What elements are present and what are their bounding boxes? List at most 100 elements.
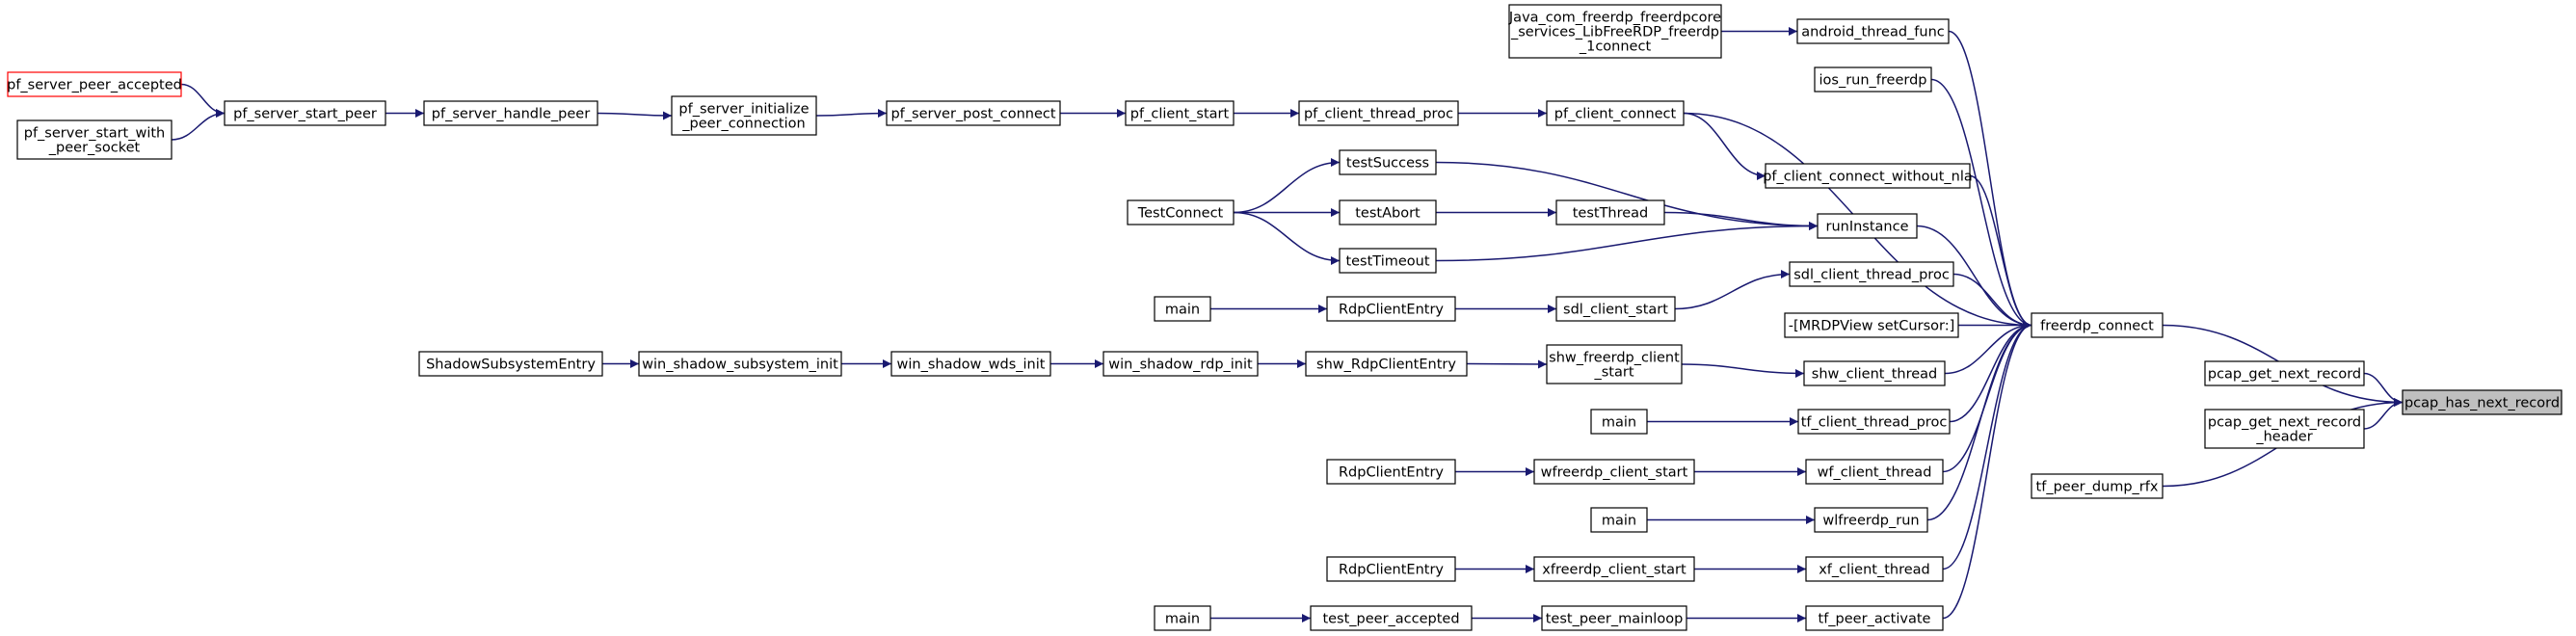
edge-wlfreerdp_run-to-freerdp_connect <box>1926 321 2032 521</box>
node-label: pcap_has_next_record <box>2404 396 2560 411</box>
node-testTimeout[interactable]: testTimeout <box>1339 248 1437 274</box>
node-box <box>1326 459 1456 485</box>
edge-shw_freerdp_client_start-to-shw_client_thread <box>1681 363 1805 378</box>
node-runInstance[interactable]: runInstance <box>1817 213 1918 239</box>
node-box <box>1784 312 1959 338</box>
node-win-shadow-rdp-init[interactable]: win_shadow_rdp_init <box>1102 351 1259 377</box>
node-tf-peer-dump-rfx[interactable]: tf_peer_dump_rfx <box>2031 473 2164 499</box>
node-pcap-get-next-record[interactable]: pcap_get_next_record <box>2204 360 2365 386</box>
edge-testThread-to-runInstance <box>1663 211 1819 230</box>
node-shw-freerdp-client-start[interactable]: shw_freerdp_client_start <box>1546 344 1683 384</box>
node-label: shw_RdpClientEntry <box>1316 358 1456 373</box>
node-box <box>1541 605 1687 631</box>
node-mrdpview-setcursor[interactable]: -[MRDPView setCursor:] <box>1784 312 1959 338</box>
node-label: _header <box>2255 430 2312 445</box>
node-ShadowSubsystemEntry[interactable]: ShadowSubsystemEntry <box>418 351 603 377</box>
node-box <box>1789 261 1954 287</box>
node-xfreerdp-client-start[interactable]: xfreerdp_client_start <box>1533 556 1695 582</box>
node-sdl-client-thread-proc[interactable]: sdl_client_thread_proc <box>1789 261 1954 287</box>
edge-pf_client_connect-to-pf_client_connect_without_nla <box>1683 112 1766 180</box>
node-main-4[interactable]: main <box>1154 605 1211 631</box>
node-tf-peer-activate[interactable]: tf_peer_activate <box>1805 605 1944 631</box>
node-tf-client-thread-proc[interactable]: tf_client_thread_proc <box>1797 409 1951 435</box>
node-box <box>1590 507 1648 533</box>
node-RdpClientEntry-1[interactable]: RdpClientEntry <box>1326 296 1456 322</box>
node-android-thread-func[interactable]: android_thread_func <box>1796 18 1950 44</box>
node-box <box>1817 213 1918 239</box>
node-box <box>1508 4 1722 59</box>
node-pcap-has-next-record[interactable]: pcap_has_next_record <box>2402 389 2563 415</box>
node-pf-client-connect-without-nla[interactable]: pf_client_connect_without_nla <box>1763 163 1973 189</box>
node-label: win_shadow_rdp_init <box>1108 358 1253 373</box>
edge-pf_server_start_with_peer_socket-to-pf_server_start_peer <box>171 109 226 141</box>
node-label: tf_client_thread_proc <box>1801 415 1948 431</box>
node-shw-RdpClientEntry[interactable]: shw_RdpClientEntry <box>1305 351 1468 377</box>
node-label: wfreerdp_client_start <box>1541 465 1688 481</box>
node-pcap-get-next-record-header[interactable]: pcap_get_next_record_header <box>2204 409 2365 449</box>
node-pf-server-start-with-peer-socket[interactable]: pf_server_start_with_peer_socket <box>16 119 173 160</box>
node-label: pf_server_initialize <box>678 102 809 118</box>
node-pf-client-connect[interactable]: pf_client_connect <box>1546 100 1685 126</box>
node-RdpClientEntry-2[interactable]: RdpClientEntry <box>1326 459 1456 485</box>
node-testSuccess[interactable]: testSuccess <box>1339 149 1437 175</box>
node-box <box>2031 312 2164 338</box>
node-pf-server-start-peer[interactable]: pf_server_start_peer <box>224 100 386 126</box>
node-pf-server-post-connect[interactable]: pf_server_post_connect <box>886 100 1061 126</box>
node-box <box>1339 149 1437 175</box>
node-label: pf_client_start <box>1130 107 1230 122</box>
node-label: runInstance <box>1825 220 1908 235</box>
node-box <box>7 71 182 97</box>
node-shw-client-thread[interactable]: shw_client_thread <box>1803 360 1946 386</box>
node-box <box>2031 473 2164 499</box>
edge-shw_RdpClientEntry-to-shw_freerdp_client_start <box>1466 359 1548 369</box>
node-pf-server-initialize-peer-connection[interactable]: pf_server_initialize_peer_connection <box>671 95 817 136</box>
node-win-shadow-wds-init[interactable]: win_shadow_wds_init <box>890 351 1051 377</box>
node-label: pf_server_start_peer <box>233 107 377 122</box>
node-label: tf_peer_dump_rfx <box>2036 480 2159 495</box>
edge-tf_client_thread_proc-to-freerdp_connect <box>1949 321 2032 423</box>
node-label: freerdp_connect <box>2040 319 2154 334</box>
node-box <box>1102 351 1259 377</box>
node-test-peer-accepted[interactable]: test_peer_accepted <box>1310 605 1473 631</box>
node-wf-client-thread[interactable]: wf_client_thread <box>1805 459 1944 485</box>
node-RdpClientEntry-3[interactable]: RdpClientEntry <box>1326 556 1456 582</box>
node-pf-client-start[interactable]: pf_client_start <box>1125 100 1235 126</box>
node-label: test_peer_accepted <box>1322 612 1459 627</box>
node-box <box>2204 360 2365 386</box>
node-wfreerdp-client-start[interactable]: wfreerdp_client_start <box>1533 459 1695 485</box>
node-wlfreerdp-run[interactable]: wlfreerdp_run <box>1814 507 1928 533</box>
node-pf-client-thread-proc[interactable]: pf_client_thread_proc <box>1298 100 1459 126</box>
node-TestConnect[interactable]: TestConnect <box>1127 199 1235 225</box>
node-java-connect[interactable]: Java_com_freerdp_freerdpcore_services_Li… <box>1508 4 1722 59</box>
edge-xf_client_thread-to-freerdp_connect <box>1942 321 2032 570</box>
node-main-2[interactable]: main <box>1590 409 1648 435</box>
node-label: main <box>1602 514 1636 529</box>
node-box <box>671 95 817 136</box>
node-box <box>224 100 386 126</box>
node-main-3[interactable]: main <box>1590 507 1648 533</box>
node-label: main <box>1165 303 1200 318</box>
edge-TestConnect-to-testTimeout <box>1233 211 1341 265</box>
node-freerdp-connect[interactable]: freerdp_connect <box>2031 312 2164 338</box>
node-testThread[interactable]: testThread <box>1555 199 1665 225</box>
node-box <box>1298 100 1459 126</box>
node-box <box>1339 199 1437 225</box>
node-test-peer-mainloop[interactable]: test_peer_mainloop <box>1541 605 1687 631</box>
node-label: pf_client_connect_without_nla <box>1763 170 1973 185</box>
node-box <box>1533 459 1695 485</box>
node-label: test_peer_mainloop <box>1546 612 1684 627</box>
node-label: wf_client_thread <box>1818 465 1932 481</box>
node-pf-server-handle-peer[interactable]: pf_server_handle_peer <box>423 100 598 126</box>
node-box <box>1814 507 1928 533</box>
node-sdl-client-start[interactable]: sdl_client_start <box>1555 296 1676 322</box>
edge-pf_server_initialize_peer_connection-to-pf_server_post_connect <box>815 109 888 119</box>
node-win-shadow-subsystem-init[interactable]: win_shadow_subsystem_init <box>638 351 842 377</box>
node-xf-client-thread[interactable]: xf_client_thread <box>1805 556 1944 582</box>
node-label: ios_run_freerdp <box>1819 73 1927 89</box>
node-main-1[interactable]: main <box>1154 296 1211 322</box>
node-label: TestConnect <box>1137 206 1224 222</box>
node-box <box>890 351 1051 377</box>
node-pf-server-peer-accepted[interactable]: pf_server_peer_accepted <box>7 71 182 97</box>
node-ios-run-freerdp[interactable]: ios_run_freerdp <box>1814 66 1932 93</box>
node-testAbort[interactable]: testAbort <box>1339 199 1437 225</box>
